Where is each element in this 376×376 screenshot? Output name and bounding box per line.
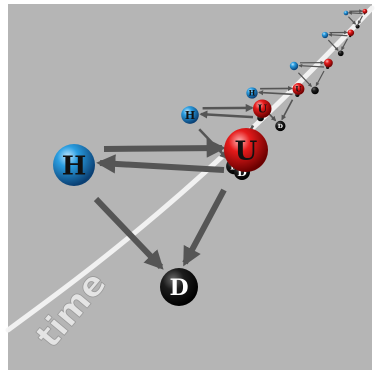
triad-sequence: DUHDUHDDUH (53, 8, 368, 306)
arrow-harm-to-help (96, 154, 225, 174)
neutral-node (355, 24, 360, 29)
harm-node (324, 58, 333, 68)
small-neutral-node-letter: D (237, 166, 247, 179)
harm-node-letter: U (295, 84, 301, 93)
help-node-letter: H (185, 109, 195, 122)
arrow-help-to-neutral (198, 128, 228, 160)
arrow-help-to-harm (103, 138, 226, 158)
harm-node (252, 99, 272, 118)
triad-4 (289, 58, 333, 95)
triad-5 (321, 29, 355, 57)
help-node (246, 87, 258, 99)
neutral-node (160, 268, 198, 306)
arrow-harm-to-neutral (281, 99, 294, 121)
arrow-help-to-neutral (327, 39, 339, 51)
neutral-node-letter: D (278, 123, 283, 130)
harm-node (292, 83, 305, 95)
help-node (53, 144, 95, 186)
triad-6 (343, 8, 368, 29)
help-node-letter: H (62, 151, 87, 181)
arrow-harm-to-help (298, 63, 325, 68)
arrow-help-to-neutral (297, 72, 312, 87)
help-node (343, 10, 349, 16)
help-node (289, 61, 299, 71)
harm-node-letter: U (235, 136, 258, 166)
neutral-node (311, 86, 319, 95)
harm-node (224, 128, 268, 172)
neutral-node (337, 50, 344, 57)
arrow-harm-to-neutral (315, 70, 325, 87)
help-node (181, 106, 199, 124)
help-node (321, 31, 329, 39)
arrow-harm-to-neutral (357, 15, 364, 25)
neutral-node-letter: D (169, 275, 188, 301)
time-label: time (28, 264, 114, 356)
triad-3: DUH (246, 83, 305, 132)
arrow-help-to-neutral (347, 16, 357, 25)
time-curve (5, 5, 375, 333)
neutral-node (275, 120, 286, 132)
harm-node (347, 29, 355, 37)
arrow-harm-to-help (348, 11, 363, 15)
help-node-letter: H (249, 89, 256, 98)
arrow-help-to-neutral (93, 196, 164, 270)
arrow-harm-to-help (199, 110, 254, 119)
harm-node-letter: U (257, 103, 267, 116)
arrow-harm-to-neutral (341, 38, 349, 51)
harm-node (362, 8, 368, 14)
arrow-harm-to-neutral (182, 188, 227, 267)
arrow-harm-to-help (328, 32, 348, 37)
arrow-harm-to-help (257, 90, 293, 96)
